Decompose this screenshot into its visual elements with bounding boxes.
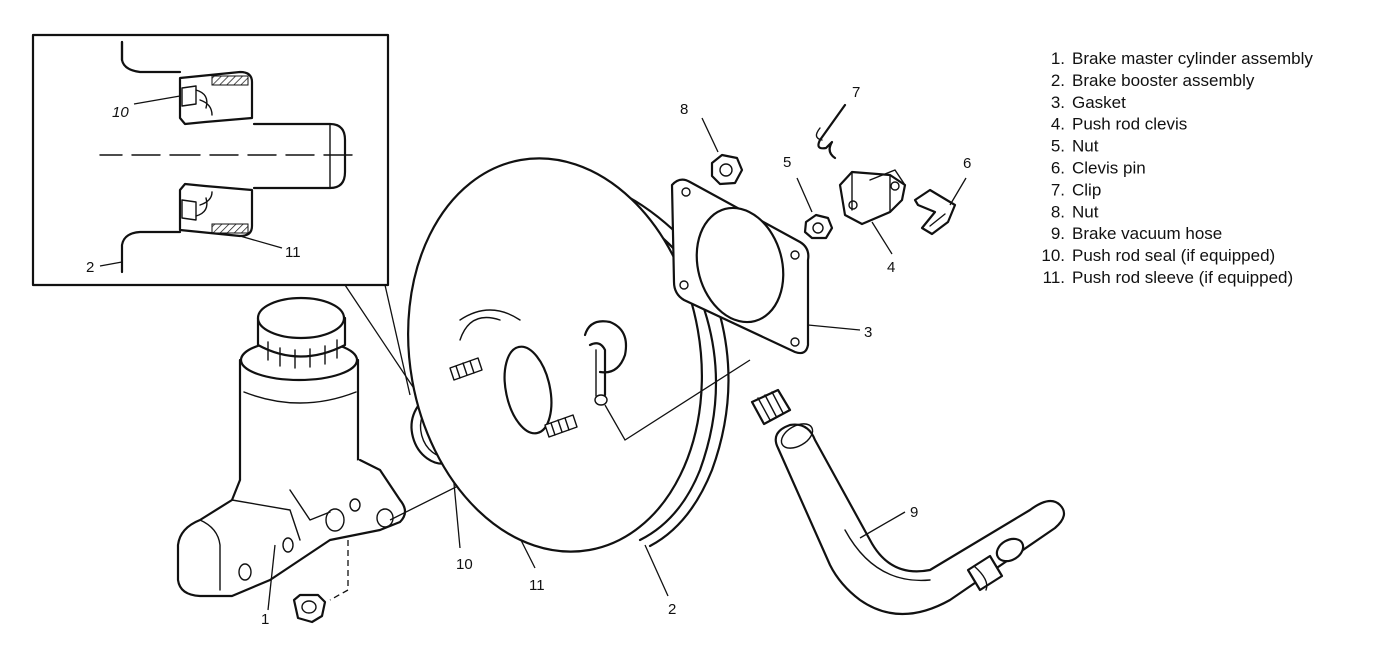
brake-vacuum-hose: 9 — [750, 388, 1066, 615]
callout-9: 9 — [910, 504, 918, 521]
hose-clamp-lower — [966, 554, 1004, 592]
legend-item-label: Clip — [1072, 180, 1101, 199]
legend-item-label: Nut — [1072, 202, 1099, 221]
callout-3: 3 — [864, 324, 872, 341]
clevis-pin: 6 — [913, 155, 971, 236]
inset-push-rod — [99, 122, 353, 190]
legend-item-label: Gasket — [1072, 93, 1126, 112]
callout-10: 10 — [456, 556, 473, 573]
callout-7: 7 — [852, 84, 860, 101]
legend-number: 8. — [1051, 202, 1065, 221]
booster-stud-lower — [544, 414, 578, 438]
legend-number: 2. — [1051, 71, 1065, 90]
clip: 7 — [815, 84, 860, 160]
legend-item-label: Nut — [1072, 137, 1099, 156]
legend-number: 7. — [1051, 180, 1065, 199]
legend-number: 9. — [1051, 224, 1065, 243]
callout-4: 4 — [887, 259, 895, 276]
master-cylinder-nut — [292, 593, 327, 624]
booster-stud-upper — [449, 357, 483, 381]
legend-item-label: Push rod sleeve (if equipped) — [1072, 268, 1293, 287]
detail-inset: 10 2 11 — [31, 33, 426, 406]
legend-item-label: Brake booster assembly — [1072, 71, 1255, 90]
legend-item-label: Push rod clevis — [1072, 115, 1187, 134]
nut-8: 8 — [680, 101, 744, 186]
callout-5: 5 — [783, 154, 791, 171]
inset-callout-2: 2 — [86, 259, 94, 276]
check-valve — [583, 320, 628, 406]
legend-number: 4. — [1051, 115, 1065, 134]
legend-item-label: Push rod seal (if equipped) — [1072, 246, 1275, 265]
legend-number: 11. — [1043, 268, 1065, 287]
gasket: 3 — [670, 178, 872, 355]
inset-callout-10: 10 — [112, 104, 129, 121]
legend-number: 6. — [1051, 159, 1065, 178]
legend-item-label: Clevis pin — [1072, 159, 1146, 178]
callout-8: 8 — [680, 101, 688, 118]
callout-2: 2 — [668, 601, 676, 618]
inset-seal-upper — [178, 70, 254, 126]
brake-booster-assembly: 2 — [407, 157, 751, 618]
callout-11: 11 — [529, 577, 545, 594]
legend-item-label: Brake master cylinder assembly — [1072, 49, 1313, 68]
legend-number: 5. — [1051, 137, 1065, 156]
parts-legend: 1. Brake master cylinder assembly 2. Brake … — [1041, 49, 1313, 287]
legend-number: 3. — [1051, 93, 1065, 112]
inset-frame — [31, 33, 390, 287]
callout-1: 1 — [261, 611, 269, 628]
push-rod-clevis: 4 — [838, 169, 907, 276]
callout-6: 6 — [963, 155, 971, 172]
master-cylinder-assembly: 1 — [176, 296, 531, 628]
legend-number: 10. — [1041, 246, 1065, 265]
inset-callout-11: 11 — [285, 244, 301, 261]
nut-5: 5 — [783, 154, 834, 240]
legend-number: 1. — [1051, 49, 1065, 68]
inset-seal-lower — [178, 182, 254, 238]
legend-item-label: Brake vacuum hose — [1072, 224, 1222, 243]
hose-clamp-upper — [750, 388, 792, 426]
